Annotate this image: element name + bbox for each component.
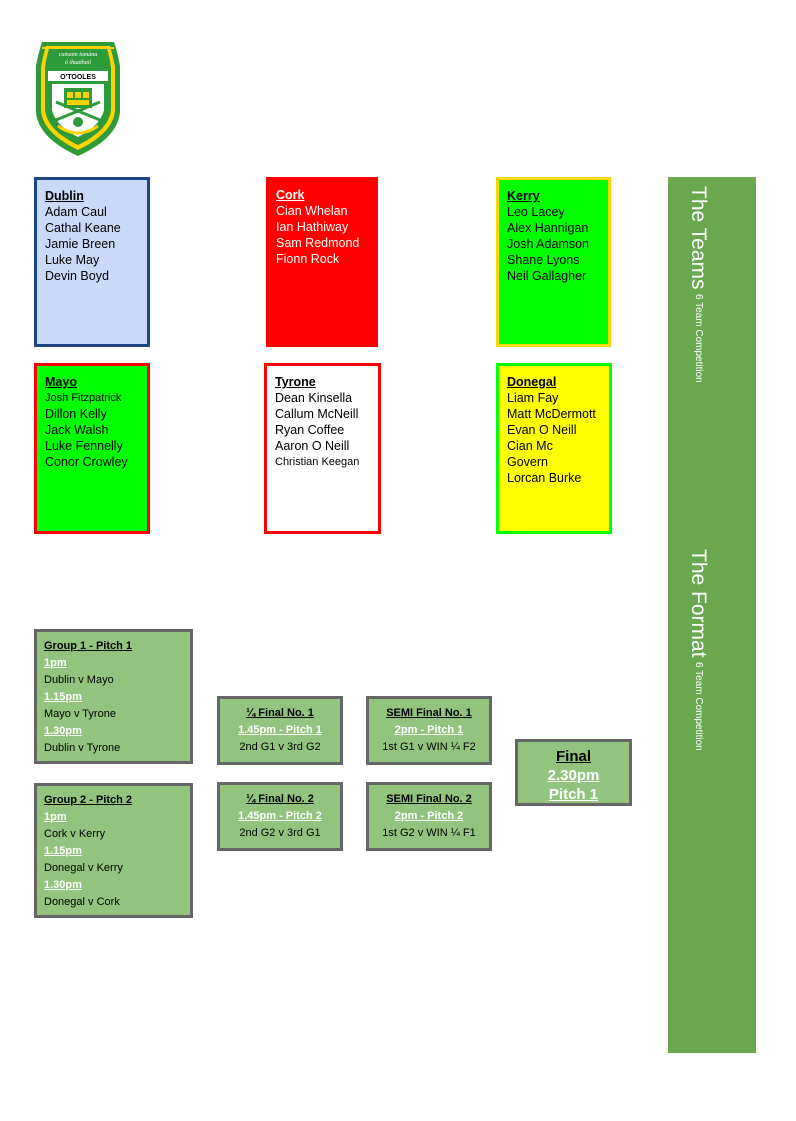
quarter-final-2-box: ¼ Final No. 2 1.45pm - Pitch 2 2nd G2 v … <box>217 782 343 851</box>
semi-final-match: 1st G2 v WIN ¼ F1 <box>382 827 476 839</box>
player-name: Leo Lacey <box>507 205 565 219</box>
player-name: Luke May <box>45 253 100 267</box>
player-name: Jamie Breen <box>45 237 116 251</box>
player-name: Josh Adamson <box>507 237 589 251</box>
quarter-final-match: 2nd G1 v 3rd G2 <box>239 741 321 753</box>
player-name: Cian Whelan <box>276 204 348 218</box>
quarter-final-time: 1.45pm - Pitch 1 <box>238 724 322 736</box>
sidebar-teams-label: The Teams 6 Team Competition <box>686 186 710 383</box>
team-name: Dublin <box>45 189 84 203</box>
match-fixture: Dublin v Mayo <box>44 674 114 686</box>
match-time: 1.30pm <box>44 725 82 737</box>
group-1-box: Group 1 - Pitch 1 1pm Dublin v Mayo 1.15… <box>34 629 193 764</box>
group-2-box: Group 2 - Pitch 2 1pm Cork v Kerry 1.15p… <box>34 783 193 918</box>
semi-final-time: 2pm - Pitch 2 <box>394 810 464 822</box>
quarter-final-title: ¼ Final No. 2 <box>246 793 314 805</box>
player-name: Liam Fay <box>507 391 559 405</box>
semi-final-title: SEMI Final No. 1 <box>386 707 472 719</box>
player-name: Luke Fennelly <box>45 439 123 453</box>
team-name: Tyrone <box>275 375 316 389</box>
sidebar-teams-subtitle: 6 Team Competition <box>693 293 704 383</box>
sidebar-teams-title: The Teams <box>687 186 710 290</box>
final-title: Final <box>555 748 591 765</box>
match-fixture: Mayo v Tyrone <box>44 708 116 720</box>
player-name: Sam Redmond <box>276 236 360 250</box>
player-name: Dillon Kelly <box>45 407 107 421</box>
player-name: Ian Hathiway <box>276 220 349 234</box>
team-name: Cork <box>276 188 305 202</box>
quarter-final-1-box: ¼ Final No. 1 1.45pm - Pitch 1 2nd G1 v … <box>217 696 343 765</box>
player-name: Govern <box>507 455 548 469</box>
match-fixture: Cork v Kerry <box>44 828 106 840</box>
player-name: Fionn Rock <box>276 252 340 266</box>
player-name: Cian Mc <box>507 439 553 453</box>
final-pitch: Pitch 1 <box>548 786 599 803</box>
club-crest-logo: cumann iomána ó thuathail O'TOOLES <box>34 40 122 158</box>
quarter-final-match: 2nd G2 v 3rd G1 <box>239 827 321 839</box>
crest-arc-text-top: cumann iomána <box>59 52 98 58</box>
sidebar-panel: The Teams 6 Team Competition The Format … <box>668 177 756 1053</box>
final-box: Final 2.30pm Pitch 1 <box>515 739 632 806</box>
player-name: Ryan Coffee <box>275 423 345 437</box>
player-name: Aaron O Neill <box>275 439 350 453</box>
semi-final-time: 2pm - Pitch 1 <box>394 724 464 736</box>
player-name: Dean Kinsella <box>275 391 353 405</box>
player-name: Matt McDermott <box>507 407 596 421</box>
group-title: Group 1 - Pitch 1 <box>44 640 133 652</box>
sidebar-format-label: The Format 6 Team Competition <box>686 549 710 751</box>
semi-final-2-box: SEMI Final No. 2 2pm - Pitch 2 1st G2 v … <box>366 782 492 851</box>
match-fixture: Donegal v Kerry <box>44 862 123 874</box>
player-name: Christian Keegan <box>275 456 360 468</box>
match-time: 1.15pm <box>44 691 82 703</box>
team-name: Mayo <box>45 375 77 389</box>
semi-final-1-box: SEMI Final No. 1 2pm - Pitch 1 1st G1 v … <box>366 696 492 765</box>
group-title: Group 2 - Pitch 2 <box>44 794 133 806</box>
player-name: Adam Caul <box>45 205 107 219</box>
quarter-final-title: ¼ Final No. 1 <box>246 707 314 719</box>
player-name: Lorcan Burke <box>507 471 582 485</box>
crest-club-name: O'TOOLES <box>60 74 96 81</box>
crest-arc-text-bottom: ó thuathail <box>65 60 92 66</box>
semi-final-title: SEMI Final No. 2 <box>386 793 472 805</box>
player-name: Evan O Neill <box>507 423 577 437</box>
player-name: Neil Gallagher <box>507 269 587 283</box>
match-fixture: Donegal v Cork <box>44 896 120 908</box>
match-time: 1pm <box>44 811 67 823</box>
player-name: Cathal Keane <box>45 221 121 235</box>
sidebar-format-title: The Format <box>687 549 710 658</box>
player-name: Alex Hannigan <box>507 221 589 235</box>
match-fixture: Dublin v Tyrone <box>44 742 121 754</box>
player-name: Shane Lyons <box>507 253 580 267</box>
player-name: Devin Boyd <box>45 269 109 283</box>
quarter-final-time: 1.45pm - Pitch 2 <box>238 810 322 822</box>
player-name: Josh Fitzpatrick <box>45 392 122 404</box>
player-name: Callum McNeill <box>275 407 359 421</box>
match-time: 1pm <box>44 657 67 669</box>
match-time: 1.30pm <box>44 879 82 891</box>
team-name: Donegal <box>507 375 557 389</box>
match-time: 1.15pm <box>44 845 82 857</box>
player-name: Conor Crowley <box>45 455 128 469</box>
player-name: Jack Walsh <box>45 423 109 437</box>
semi-final-match: 1st G1 v WIN ¼ F2 <box>382 741 476 753</box>
sidebar-format-subtitle: 6 Team Competition <box>693 661 704 751</box>
final-time: 2.30pm <box>547 767 600 784</box>
team-name: Kerry <box>507 189 540 203</box>
